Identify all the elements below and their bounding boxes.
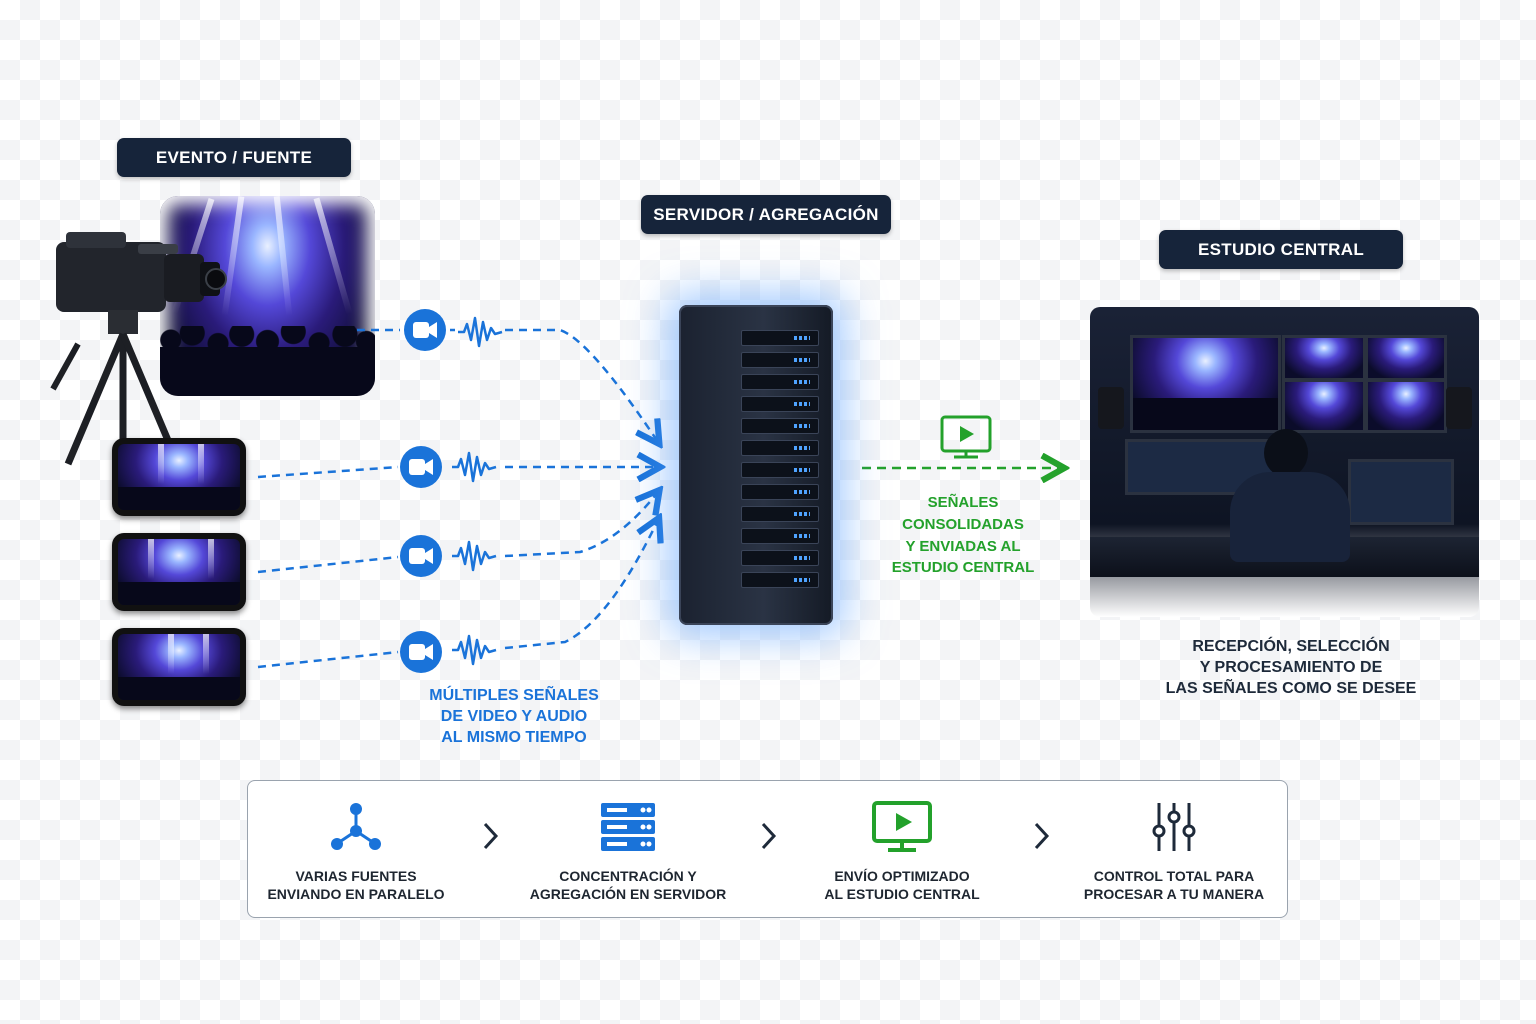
step-1-line-2: ENVIANDO EN PARALELO	[267, 886, 445, 903]
camera-badge-4	[400, 631, 442, 673]
waveform-1	[458, 316, 503, 348]
signal-line-2	[257, 467, 658, 477]
network-nodes-icon	[331, 803, 381, 850]
step-1-line-1: VARIAS FUENTES	[295, 868, 417, 884]
audio-waveforms	[452, 316, 503, 666]
process-steps-panel: VARIAS FUENTES ENVIANDO EN PARALELO CONCE…	[247, 780, 1288, 918]
signal-line-4	[257, 520, 658, 669]
step-total-control: CONTROL TOTAL PARA PROCESAR A TU MANERA	[1054, 801, 1294, 903]
chevron-right-icon	[483, 822, 499, 850]
step-parallel-sources: VARIAS FUENTES ENVIANDO EN PARALELO	[236, 801, 476, 903]
monitor-play-icon	[940, 415, 992, 459]
signal-line-3	[257, 492, 658, 574]
server-rack	[679, 305, 833, 625]
step-4-line-1: CONTROL TOTAL PARA	[1093, 868, 1255, 884]
studio-stage-label: ESTUDIO CENTRAL	[1159, 230, 1403, 269]
phone-source-3	[112, 628, 246, 706]
step-4-line-2: PROCESAR A TU MANERA	[1083, 886, 1265, 903]
camera-badge-1	[404, 309, 446, 351]
step-2-line-1: CONCENTRACIÓN Y	[559, 868, 697, 884]
studio-processing-caption: RECEPCIÓN, SELECCIÓN Y PROCESAMIENTO DE …	[1165, 638, 1417, 697]
multi-signal-caption: MÚLTIPLES SEÑALES DE VIDEO Y AUDIO AL MI…	[429, 687, 599, 746]
chevron-right-icon	[761, 822, 777, 850]
signal-line-1	[357, 328, 658, 442]
source-signal-lines	[257, 328, 658, 669]
waveform-3	[452, 540, 497, 572]
consolidated-signal-caption: SEÑALES CONSOLIDADAS Y ENVIADAS AL ESTUD…	[891, 494, 1035, 577]
phone-source-1	[112, 438, 246, 516]
chevron-right-icon	[1034, 822, 1050, 850]
step-server-aggregation: CONCENTRACIÓN Y AGREGACIÓN EN SERVIDOR	[508, 801, 748, 903]
waveform-4	[452, 634, 497, 666]
server-stage-label: SERVIDOR / AGREGACIÓN	[641, 195, 891, 234]
waveform-2	[452, 451, 497, 483]
step-2-line-2: AGREGACIÓN EN SERVIDOR	[529, 886, 727, 903]
server-stack-icon	[601, 803, 655, 851]
monitor-play-icon	[872, 801, 932, 852]
sliders-icon	[1152, 803, 1196, 851]
phone-source-2	[112, 533, 246, 611]
step-3-line-2: AL ESTUDIO CENTRAL	[824, 886, 980, 903]
camera-badge-2	[400, 446, 442, 488]
video-camera-tripod-icon	[50, 232, 227, 469]
source-stage-label: EVENTO / FUENTE	[117, 138, 351, 177]
camera-badge-3	[400, 535, 442, 577]
central-studio-image	[1090, 307, 1479, 617]
step-optimized-delivery: ENVÍO OPTIMIZADO AL ESTUDIO CENTRAL	[782, 801, 1022, 903]
step-3-line-1: ENVÍO OPTIMIZADO	[834, 868, 970, 884]
